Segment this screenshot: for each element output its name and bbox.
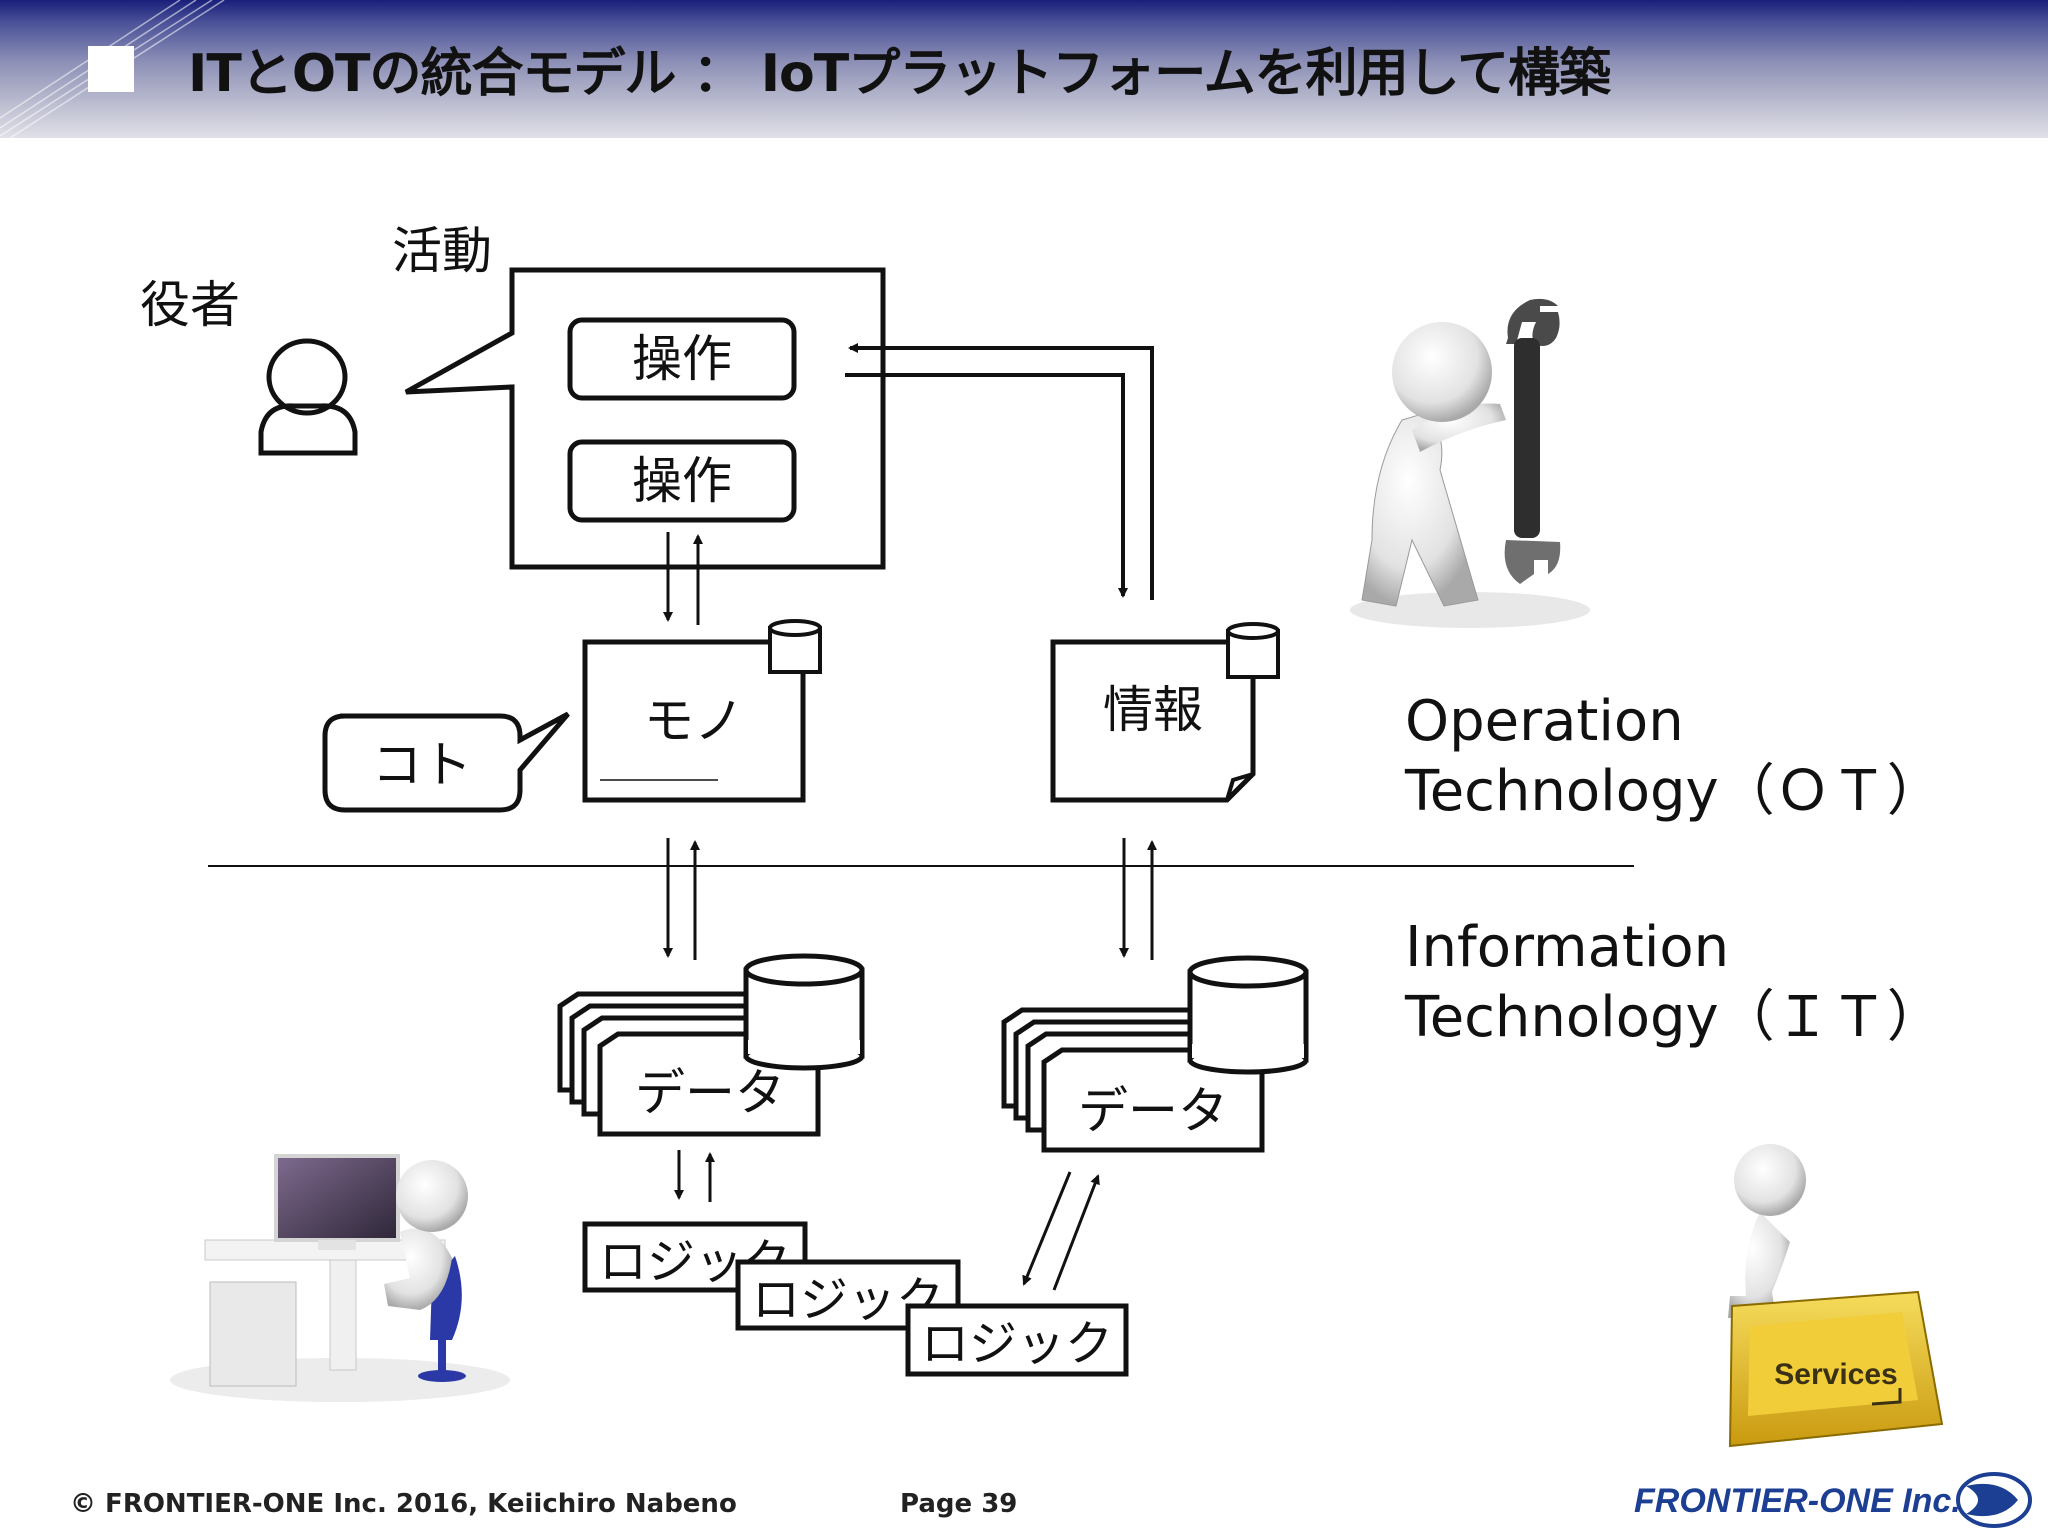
wrench-icon bbox=[1504, 298, 1561, 584]
operation-box: 操作 bbox=[567, 439, 797, 523]
database-icon bbox=[1226, 622, 1280, 679]
activity-label: 活動 bbox=[392, 222, 492, 280]
koto-callout: コト bbox=[322, 711, 570, 813]
database-icon bbox=[743, 953, 865, 1071]
data-logic-arrows bbox=[674, 1150, 1100, 1291]
services-key-label: Services bbox=[1774, 1358, 1897, 1391]
info-box: 情報 bbox=[1050, 622, 1280, 803]
frontier-one-logo-icon bbox=[1956, 1472, 2032, 1528]
logic-label: ロジック bbox=[921, 1316, 1113, 1372]
it-label-line2: Technology（ＩＴ） bbox=[1404, 985, 1943, 1050]
activity-info-loop bbox=[845, 343, 1154, 600]
database-icon bbox=[768, 619, 822, 674]
database-icon bbox=[1187, 955, 1309, 1075]
data-label: データ bbox=[1078, 1082, 1228, 1140]
title-bar: ITとOTの統合モデル ： IoTプラットフォームを利用して構築 bbox=[0, 0, 2048, 138]
info-data-arrows bbox=[1119, 838, 1157, 960]
operation-box: 操作 bbox=[567, 317, 797, 401]
logic-box: ロジック bbox=[735, 1259, 961, 1331]
data-label: データ bbox=[635, 1064, 785, 1122]
info-label: 情報 bbox=[1103, 681, 1203, 739]
ot-label-line1: Operation bbox=[1405, 689, 1684, 754]
thing-label: モノ bbox=[644, 692, 744, 750]
operation-label: 操作 bbox=[632, 330, 732, 388]
actor-label: 役者 bbox=[140, 276, 240, 334]
thing-box: モノ bbox=[582, 619, 822, 803]
koto-label: コト bbox=[372, 736, 472, 794]
it-label-line1: Information bbox=[1405, 915, 1729, 980]
footer-logo-text: FRONTIER-ONE Inc. bbox=[1634, 1482, 1961, 1520]
thing-data-arrows bbox=[663, 838, 700, 960]
title-bullet-square bbox=[88, 46, 134, 92]
ot-label-line2: Technology（ＯＴ） bbox=[1404, 759, 1943, 824]
operation-label: 操作 bbox=[632, 452, 732, 510]
person-icon bbox=[258, 338, 358, 456]
page-title: ITとOTの統合モデル ： IoTプラットフォームを利用して構築 bbox=[188, 44, 1611, 104]
data-stack: データ bbox=[557, 953, 865, 1137]
logic-box: ロジック bbox=[905, 1303, 1129, 1377]
operation-thing-arrows bbox=[663, 532, 703, 625]
footer-copyright: © FRONTIER-ONE Inc. 2016, Keiichiro Nabe… bbox=[70, 1489, 737, 1519]
services-key-icon: Services bbox=[1728, 1290, 1944, 1448]
it-worker-illustration bbox=[170, 1154, 510, 1402]
ot-engineer-illustration bbox=[1350, 298, 1590, 628]
services-illustration: Services bbox=[1728, 1144, 1944, 1448]
data-stack: データ bbox=[1001, 955, 1309, 1153]
footer-page-number: Page 39 bbox=[900, 1489, 1018, 1519]
